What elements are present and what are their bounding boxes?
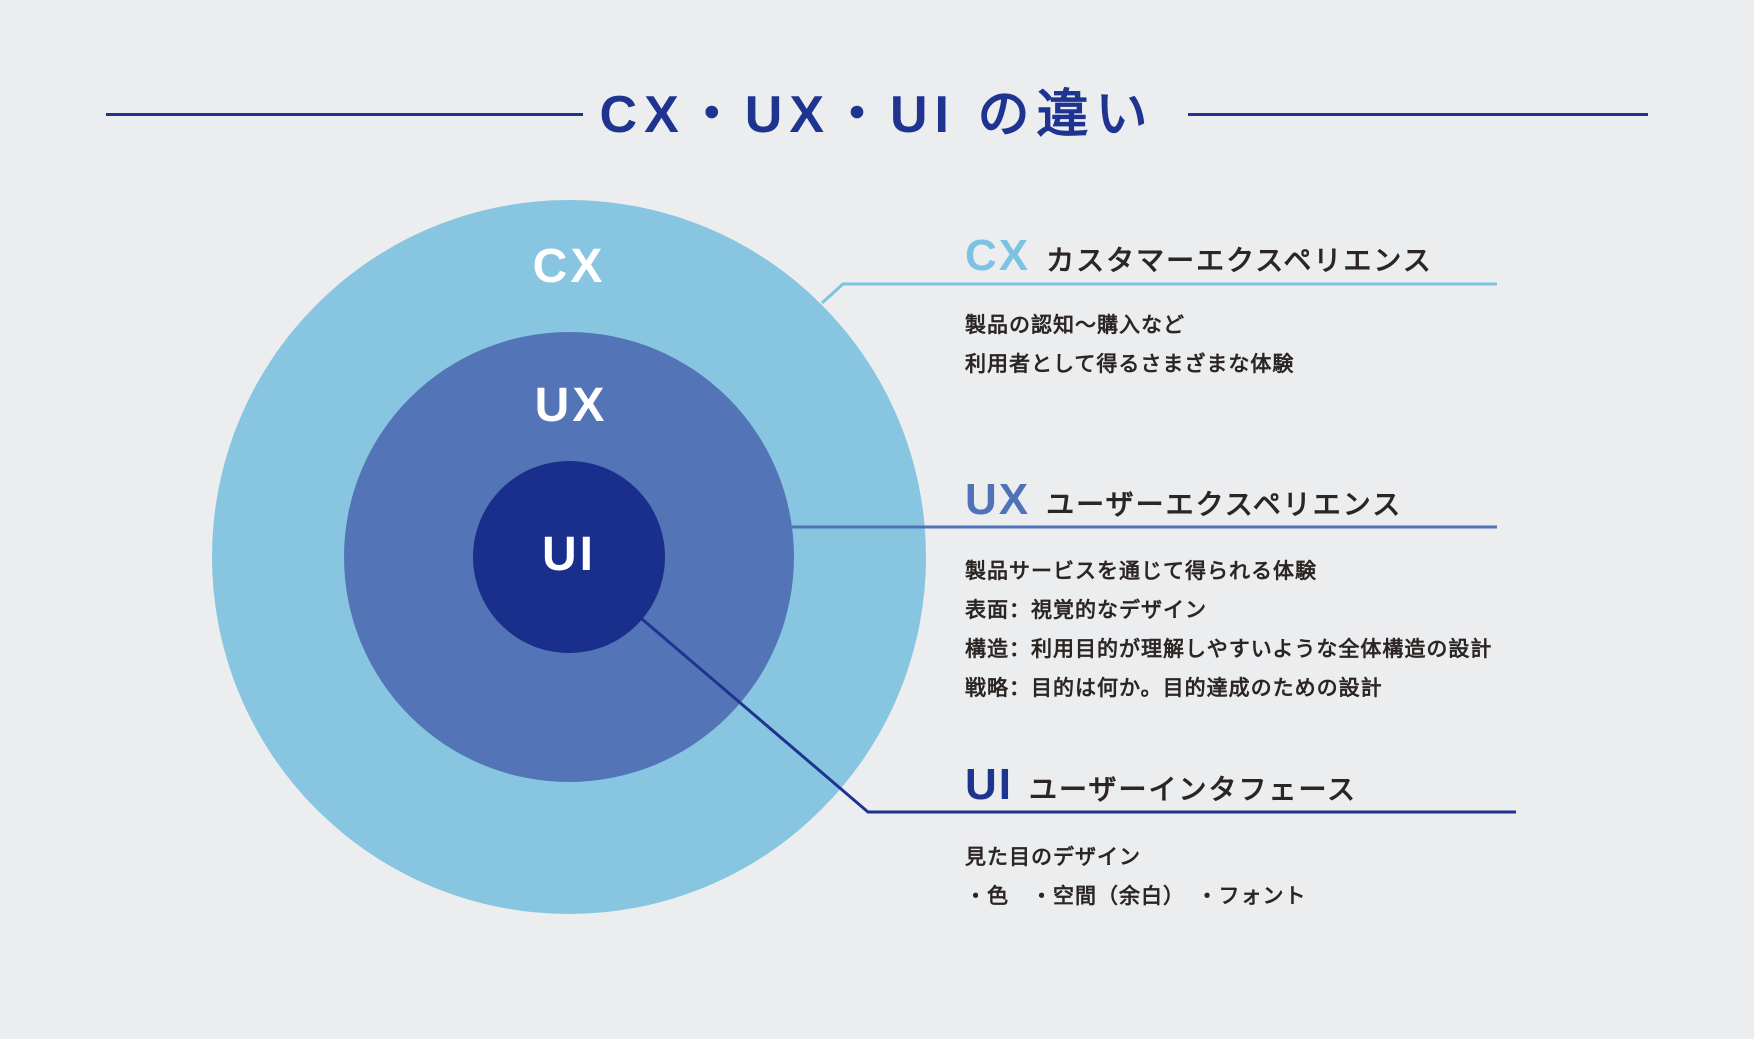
ux-ring-label: UX xyxy=(534,379,608,432)
title-rule-left xyxy=(106,113,583,116)
cx-description-line: 製品の認知〜購入など xyxy=(965,314,1185,337)
ui-connector-line xyxy=(641,617,1516,814)
cx-connector-line xyxy=(820,282,1497,305)
ui-ring-label: UI xyxy=(542,528,596,581)
ux-description-line: 構造：利用目的が理解しやすいような全体構造の設計 xyxy=(965,638,1493,661)
cx-heading-name: カスタマーエクスペリエンス xyxy=(1046,245,1433,276)
ux-heading-abbr: UX xyxy=(965,475,1031,524)
ux-description: 製品サービスを通じて得られる体験 表面：視覚的なデザイン 構造：利用目的が理解し… xyxy=(965,552,1492,708)
page-title: CX・UX・UI の違い xyxy=(599,86,1155,144)
cx-heading-abbr: CX xyxy=(965,231,1031,280)
cx-description-line: 利用者として得るさまざまな体験 xyxy=(965,353,1295,376)
ux-heading-name: ユーザーエクスペリエンス xyxy=(1046,489,1403,520)
cx-description: 製品の認知〜購入など 利用者として得るさまざまな体験 xyxy=(965,306,1294,384)
ui-description-line: 見た目のデザイン xyxy=(965,846,1141,869)
cx-ring-label: CX xyxy=(532,240,606,293)
ui-description: 見た目のデザイン ・色 ・空間（余白） ・フォント xyxy=(965,838,1307,916)
cx-section-heading: CX カスタマーエクスペリエンス xyxy=(965,231,1433,281)
title-rule-right xyxy=(1188,113,1648,116)
ui-heading-name: ユーザーインタフェース xyxy=(1029,774,1358,805)
ui-section-heading: UI ユーザーインタフェース xyxy=(965,760,1357,810)
ux-section-heading: UX ユーザーエクスペリエンス xyxy=(965,475,1402,525)
ux-description-line: 製品サービスを通じて得られる体験 xyxy=(965,560,1317,583)
ui-description-line: ・色 ・空間（余白） ・フォント xyxy=(965,885,1307,908)
ux-description-line: 戦略：目的は何か。目的達成のための設計 xyxy=(965,677,1383,700)
ux-description-line: 表面：視覚的なデザイン xyxy=(965,599,1207,622)
ui-inner-circle xyxy=(473,461,665,653)
ui-heading-abbr: UI xyxy=(965,760,1013,809)
